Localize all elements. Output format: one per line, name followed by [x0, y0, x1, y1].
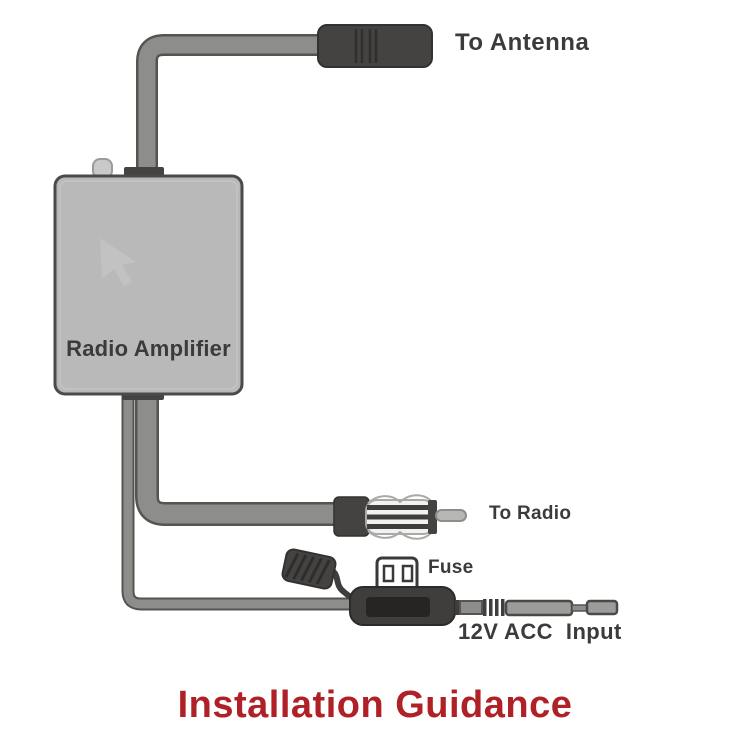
page-title: Installation Guidance: [177, 684, 573, 726]
fuse-label: Fuse: [428, 557, 474, 578]
fuse-cap: [281, 548, 337, 590]
watermark: [100, 238, 136, 286]
power-lead: [455, 599, 619, 617]
power-cable: [121, 392, 360, 611]
fuse-prong-left: [382, 564, 395, 583]
antenna-cable: [136, 34, 322, 182]
radio-cable: [135, 392, 340, 526]
antenna-connector: [317, 24, 433, 68]
plug-pin: [435, 509, 467, 522]
to-radio-label: To Radio: [489, 503, 572, 524]
power-end-connector: [585, 599, 619, 616]
fuse-holder: [281, 548, 456, 626]
to-antenna-label: To Antenna: [455, 29, 590, 56]
amplifier-box: [53, 158, 244, 400]
power-input-label: 12V ACC Input: [458, 619, 622, 644]
fuse-prong-right: [401, 564, 414, 583]
amplifier-label: Radio Amplifier: [66, 336, 231, 361]
radio-plug: [333, 494, 467, 540]
